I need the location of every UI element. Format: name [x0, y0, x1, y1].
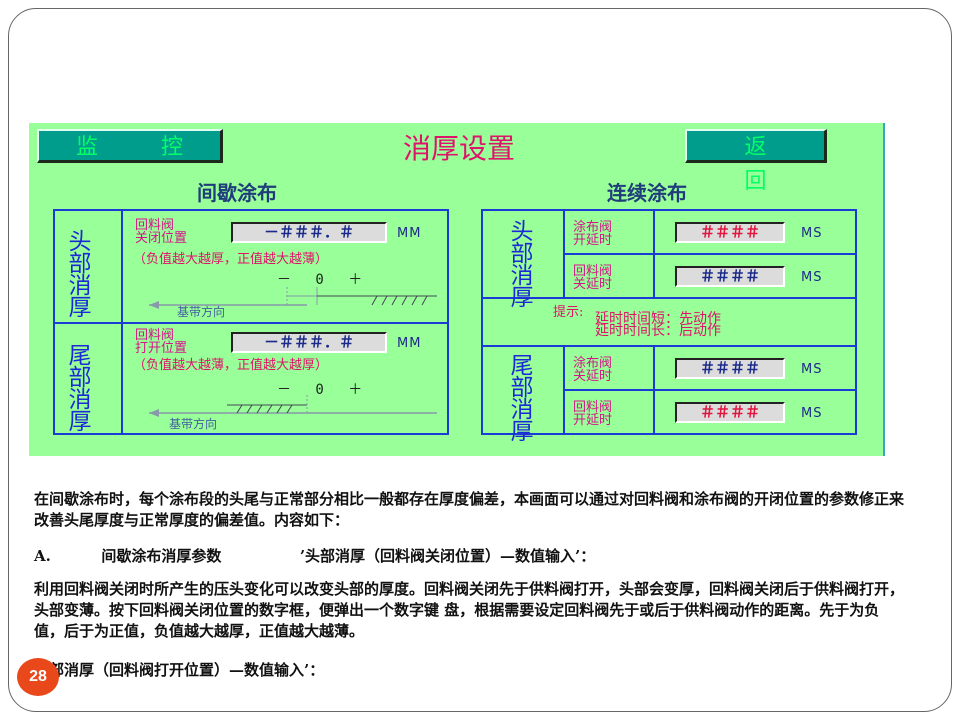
section-continuous: 连续涂布 — [607, 181, 687, 205]
tail-field-label-2: 打开位置 — [135, 341, 188, 356]
r-tail-return-delay-input[interactable]: ＃＃＃＃ — [675, 402, 785, 423]
r-head-coat-label-2: 开延时 — [573, 233, 613, 248]
tail-unit: MM — [397, 336, 422, 351]
r-head-coat-label-1: 涂布阀 — [573, 220, 613, 235]
r-head-return-label-2: 关延时 — [573, 277, 613, 292]
monitor-button[interactable]: 监 控 — [37, 129, 223, 163]
r-tail-return-unit: MS — [801, 406, 823, 421]
tail-open-position-input[interactable]: －＃＃＃．＃ — [231, 332, 387, 353]
tail-thickness-label: 尾部消厚 — [68, 343, 92, 435]
paragraph-section-a: A. 间歇涂布消厚参数 ’头部消厚（回料阀关闭位置）—数值输入’： — [34, 546, 904, 567]
tail-tape-direction: 基带方向 — [169, 417, 218, 431]
head-tape-direction: 基带方向 — [177, 305, 226, 319]
tail-plus-minus: － 0 ＋ — [277, 382, 371, 398]
section-a-subtitle: ’头部消厚（回料阀关闭位置）—数值输入’： — [299, 547, 596, 565]
hmi-panel: 监 控 消厚设置 返 回 间歇涂布 连续涂布 头部消厚 尾部消厚 回料阀 关闭位… — [29, 123, 885, 456]
paragraph-intro: 在间歇涂布时，每个涂布段的头尾与正常部分相比一般都存在厚度偏差，本画面可以通过对… — [34, 490, 905, 529]
r-tail-return-label-1: 回料阀 — [573, 400, 613, 415]
head-field-label-2: 关闭位置 — [135, 231, 188, 246]
paragraph-tail-heading: 尾部消厚（回料阀打开位置）—数值输入’： — [34, 661, 325, 679]
r-head-return-unit: MS — [801, 270, 823, 285]
section-a-title: 间歇涂布消厚参数 — [101, 547, 222, 565]
paragraph-head-explain: 利用回料阀关闭时所产生的压头变化可以改变头部的厚度。回料阀关闭先于供料阀打开，头… — [34, 580, 905, 640]
r-head-thickness-label: 头部消厚 — [510, 219, 534, 311]
head-tape-diagram — [149, 287, 437, 309]
head-note: （负值越大越厚，正值越大越薄） — [133, 252, 329, 267]
page-number-badge: 28 — [17, 658, 59, 696]
section-a-prefix: A. — [34, 547, 51, 565]
r-head-coat-delay-input[interactable]: ＃＃＃＃ — [675, 222, 785, 243]
r-tail-coat-delay-input[interactable]: ＃＃＃＃ — [675, 358, 785, 379]
r-tail-return-label-2: 开延时 — [573, 413, 613, 428]
r-tail-coat-label-2: 关延时 — [573, 369, 613, 384]
hint-title: 提示: — [553, 305, 584, 320]
head-plus-minus: － 0 ＋ — [277, 272, 371, 288]
head-unit: MM — [397, 226, 422, 241]
r-head-return-label-1: 回料阀 — [573, 264, 613, 279]
hint-line-2: 延时时间长：后动作 — [595, 323, 721, 339]
r-tail-coat-label-1: 涂布阀 — [573, 356, 613, 371]
head-close-position-input[interactable]: －＃＃＃．＃ — [231, 222, 387, 243]
r-tail-coat-unit: MS — [801, 362, 823, 377]
r-head-coat-unit: MS — [801, 226, 823, 241]
tail-note: （负值越大越薄，正值越大越厚） — [133, 358, 329, 373]
continuous-box — [481, 209, 857, 435]
head-field-label-1: 回料阀 — [135, 218, 175, 233]
panel-title: 消厚设置 — [402, 132, 515, 165]
r-tail-thickness-label: 尾部消厚 — [510, 353, 534, 445]
tail-tape-diagram — [149, 395, 437, 417]
hint-line-1: 延时时间短：先动作 — [595, 311, 721, 327]
return-button[interactable]: 返 回 — [685, 129, 827, 194]
section-intermittent: 间歇涂布 — [197, 181, 277, 205]
slide-frame — [8, 8, 952, 712]
head-thickness-label: 头部消厚 — [68, 229, 92, 321]
tail-field-label-1: 回料阀 — [135, 328, 175, 343]
r-head-return-delay-input[interactable]: ＃＃＃＃ — [675, 266, 785, 287]
